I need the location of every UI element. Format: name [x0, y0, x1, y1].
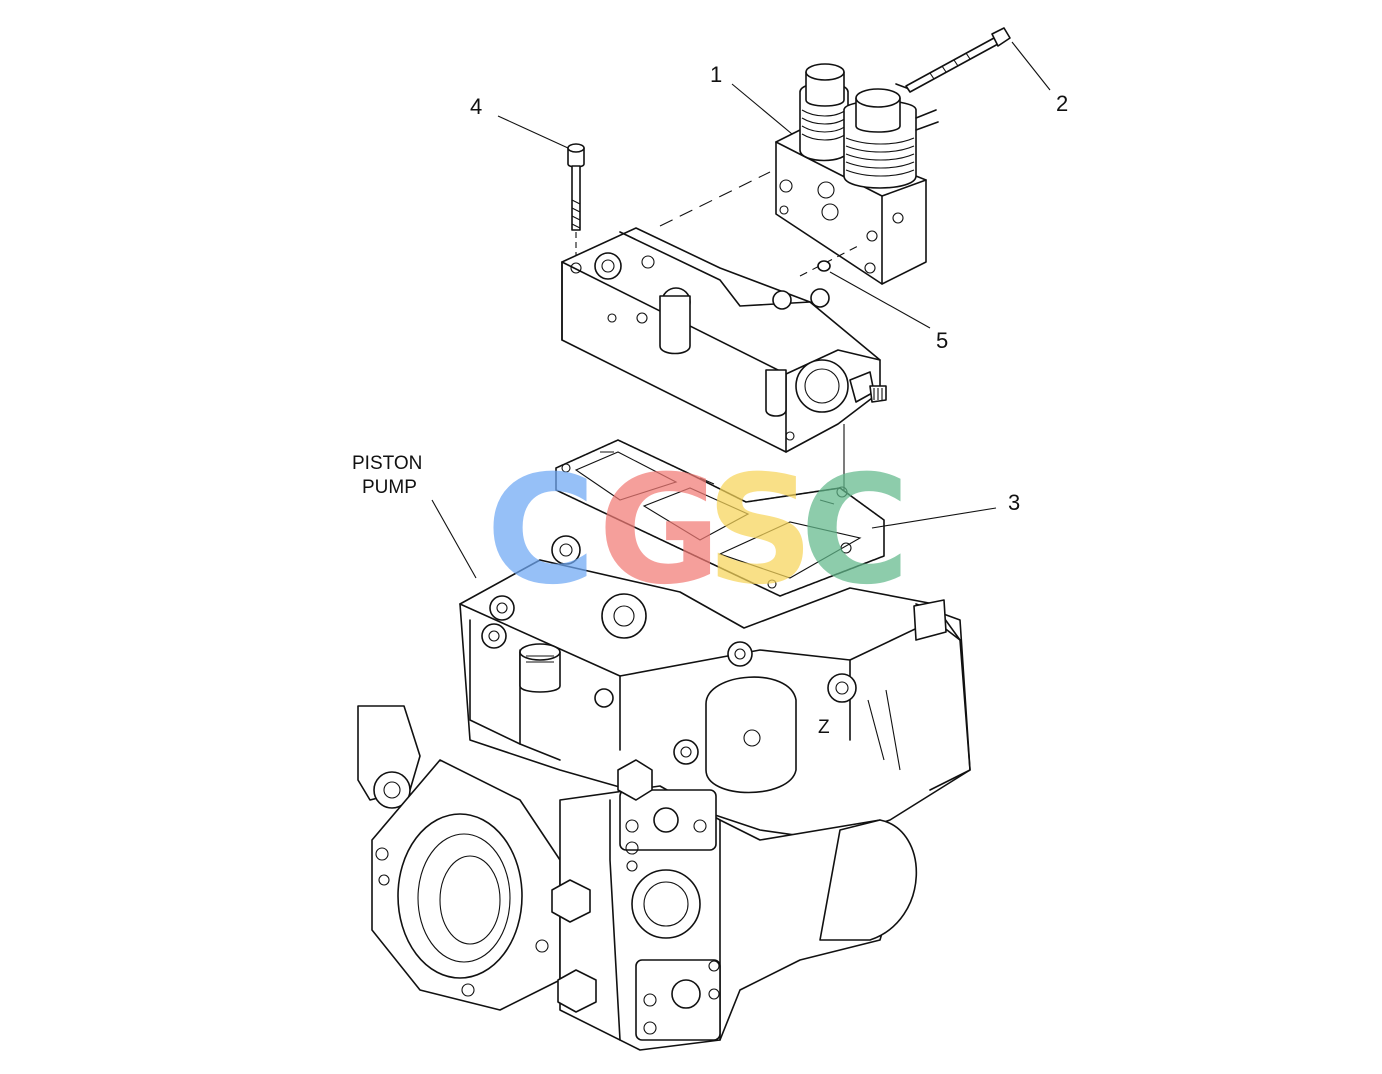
callout-1: 1	[710, 62, 722, 87]
callout-4: 4	[470, 94, 482, 119]
manifold-block	[561, 227, 887, 453]
alignment-line	[659, 171, 771, 227]
housing-mark: Z	[818, 717, 830, 738]
watermark-letter-4: C	[800, 444, 910, 618]
solenoid-valve	[775, 63, 939, 285]
leader-lines	[431, 41, 1051, 579]
watermark-letter-1: C	[486, 444, 596, 618]
watermark: C G S C	[486, 444, 910, 618]
piston-pump	[357, 535, 971, 1051]
bolt-4	[567, 143, 585, 262]
piston-pump-label-line2: PUMP	[362, 477, 417, 498]
watermark-letter-2: G	[598, 444, 721, 618]
gasket-3	[555, 439, 885, 597]
callout-5: 5	[936, 328, 948, 353]
alignment-line	[799, 245, 859, 277]
callout-2: 2	[1056, 91, 1068, 116]
watermark-letter-3: S	[706, 444, 814, 618]
o-ring-5	[817, 260, 831, 272]
piston-pump-label-line1: PISTON	[352, 453, 422, 474]
callout-3: 3	[1008, 490, 1020, 515]
bolt-2	[905, 27, 1011, 93]
